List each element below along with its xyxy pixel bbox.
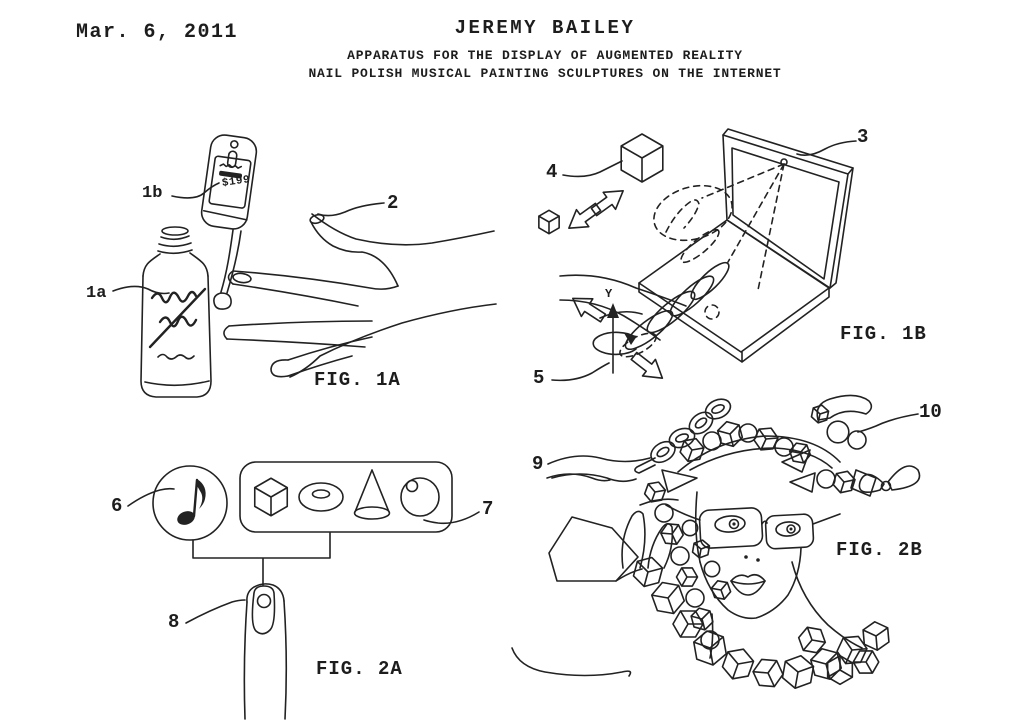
fig2b-caption: FIG. 2B — [836, 539, 923, 561]
virtual-cubes — [538, 132, 665, 238]
ref-6: 6 — [111, 495, 123, 517]
leader-8 — [185, 599, 246, 624]
cube-icon — [253, 477, 289, 517]
arrow-southeast — [626, 346, 670, 388]
ref-4: 4 — [546, 161, 558, 183]
cube-small — [538, 209, 560, 235]
fig2b-drawing — [511, 394, 921, 693]
ref-1a: 1a — [86, 284, 107, 303]
glasses — [665, 504, 841, 550]
torus-icon — [298, 482, 344, 512]
nose-dot — [744, 555, 748, 559]
sound-icon-circle — [152, 465, 228, 541]
leader-7 — [423, 511, 480, 525]
hand-sketch-1a — [223, 213, 497, 378]
cube-necklace — [630, 553, 891, 693]
fig1b-drawing — [538, 128, 857, 388]
patent-title-line-1: APPARATUS FOR THE DISPLAY OF AUGMENTED R… — [347, 48, 743, 63]
leader-1a — [112, 285, 170, 295]
inventor-name: JEREMY BAILEY — [454, 17, 636, 39]
ref-2: 2 — [387, 192, 399, 214]
chain-links — [634, 394, 735, 474]
laptop-sketch — [638, 128, 854, 363]
fingernail-sketch — [243, 583, 288, 720]
arm-and-hand-2b — [546, 473, 679, 582]
leader-3 — [796, 140, 857, 156]
leader-4 — [562, 160, 623, 178]
leader-2 — [317, 202, 385, 217]
leader-9 — [547, 455, 651, 465]
brush-applicator — [200, 134, 258, 310]
ref-9: 9 — [532, 453, 544, 475]
top-right-sculpture — [810, 394, 873, 450]
connector-bracket — [192, 532, 331, 586]
cube-large — [619, 132, 665, 184]
headdress-beads — [677, 418, 813, 467]
ref-5: 5 — [533, 367, 545, 389]
fig1a-caption: FIG. 1A — [314, 369, 401, 391]
ref-7: 7 — [482, 498, 494, 520]
nail-polish-bottle — [140, 226, 212, 398]
nose-dot — [756, 558, 760, 562]
ref-10: 10 — [919, 401, 942, 423]
arrow-northwest — [566, 288, 610, 328]
eyes — [714, 515, 801, 537]
shoulder-curve — [511, 647, 632, 677]
fig2a-caption: FIG. 2A — [316, 658, 403, 680]
shape-palette — [239, 461, 453, 533]
leader-5 — [551, 362, 610, 382]
ref-1b: 1b — [142, 184, 163, 203]
fig2a-drawing — [127, 461, 480, 720]
leader-10 — [857, 413, 919, 433]
camera-rays-dashed — [619, 163, 785, 358]
rotation-axis-widget — [566, 288, 670, 388]
publication-date: Mar. 6, 2011 — [76, 21, 239, 44]
ref-3: 3 — [857, 126, 869, 148]
cone-icon — [353, 469, 391, 520]
leader-1b — [171, 182, 220, 199]
patent-title-line-2: NAIL POLISH MUSICAL PAINTING SCULPTURES … — [308, 66, 782, 81]
ref-8: 8 — [168, 611, 180, 633]
sphere-icon — [400, 477, 440, 517]
bow-ribbon-string — [789, 465, 921, 497]
fig1a-drawing — [112, 134, 497, 398]
lips — [730, 573, 766, 596]
fig1b-caption: FIG. 1B — [840, 323, 927, 345]
y-axis-label: Y — [605, 287, 613, 301]
hand-sketch-1b — [559, 261, 730, 351]
leader-6 — [127, 487, 175, 507]
